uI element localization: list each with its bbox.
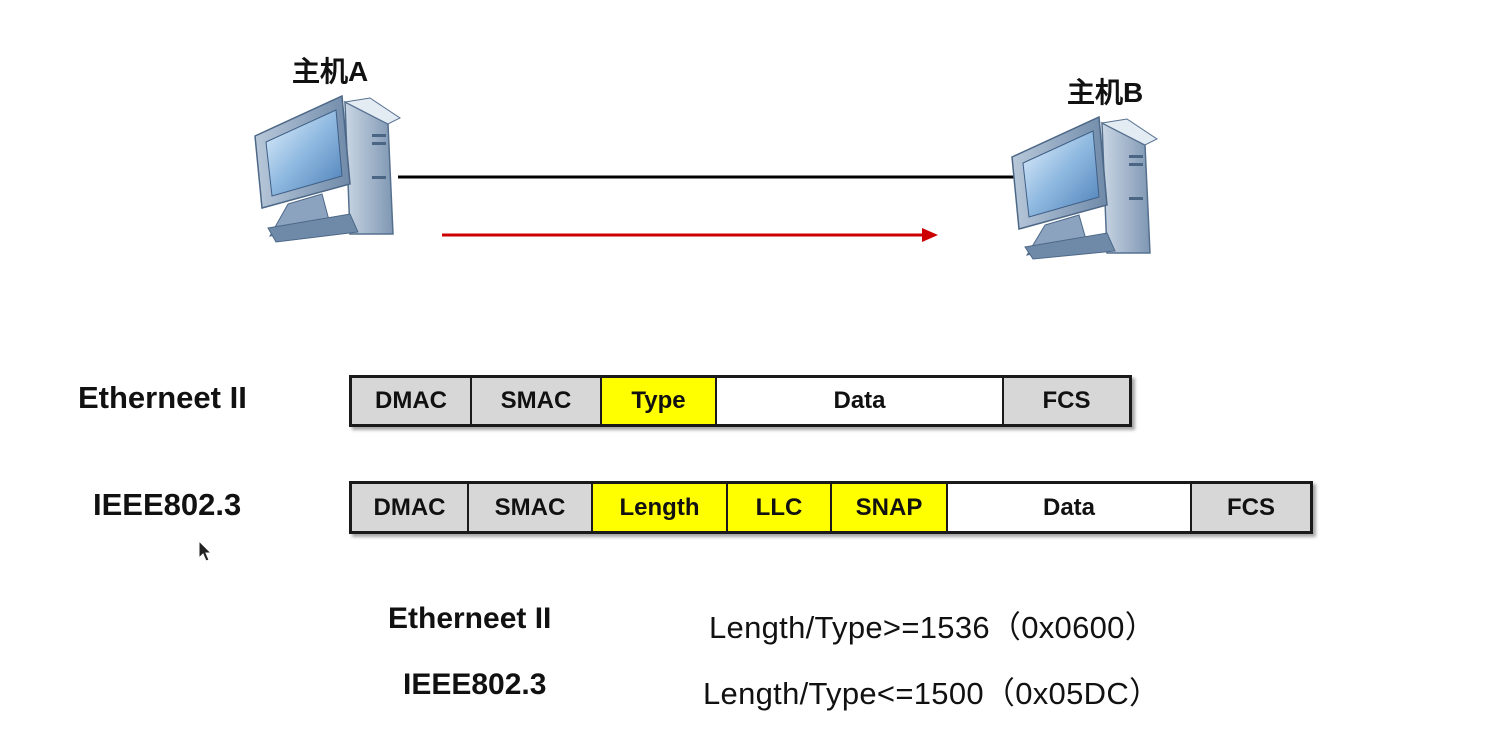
- host-b-label: 主机B: [1067, 77, 1144, 108]
- ethernet2-field-type: Type: [602, 378, 717, 424]
- ieee8023-field-length: Length: [593, 484, 728, 531]
- host-b-computer-icon: [1011, 115, 1158, 260]
- comparison-name-ieee8023: IEEE802.3: [403, 668, 547, 701]
- ieee8023-frame: DMAC SMAC Length LLC SNAP Data FCS: [349, 481, 1313, 534]
- ethernet2-field-smac: SMAC: [472, 378, 602, 424]
- ieee8023-field-data: Data: [948, 484, 1192, 531]
- ethernet2-field-fcs: FCS: [1004, 378, 1129, 424]
- comparison-rule-ieee8023: Length/Type<=1500（0x05DC）: [703, 676, 1161, 711]
- ethernet2-field-data: Data: [717, 378, 1004, 424]
- ethernet2-label: Etherneet II: [78, 380, 247, 415]
- ieee8023-field-llc: LLC: [728, 484, 832, 531]
- ethernet2-frame: DMAC SMAC Type Data FCS: [349, 375, 1132, 427]
- mouse-cursor-icon: [198, 540, 213, 562]
- ethernet2-field-dmac: DMAC: [352, 378, 472, 424]
- direction-arrow-icon: [442, 228, 938, 242]
- ieee8023-field-fcs: FCS: [1192, 484, 1310, 531]
- comparison-rule-ethernet2: Length/Type>=1536（0x0600）: [709, 610, 1157, 645]
- ieee8023-field-smac: SMAC: [469, 484, 593, 531]
- ieee8023-label: IEEE802.3: [93, 487, 242, 522]
- ieee8023-field-snap: SNAP: [832, 484, 948, 531]
- ieee8023-field-dmac: DMAC: [352, 484, 469, 531]
- comparison-name-ethernet2: Etherneet II: [388, 602, 552, 635]
- host-a-label: 主机A: [292, 56, 369, 87]
- network-diagram: [254, 94, 1158, 260]
- host-a-computer-icon: [254, 94, 401, 243]
